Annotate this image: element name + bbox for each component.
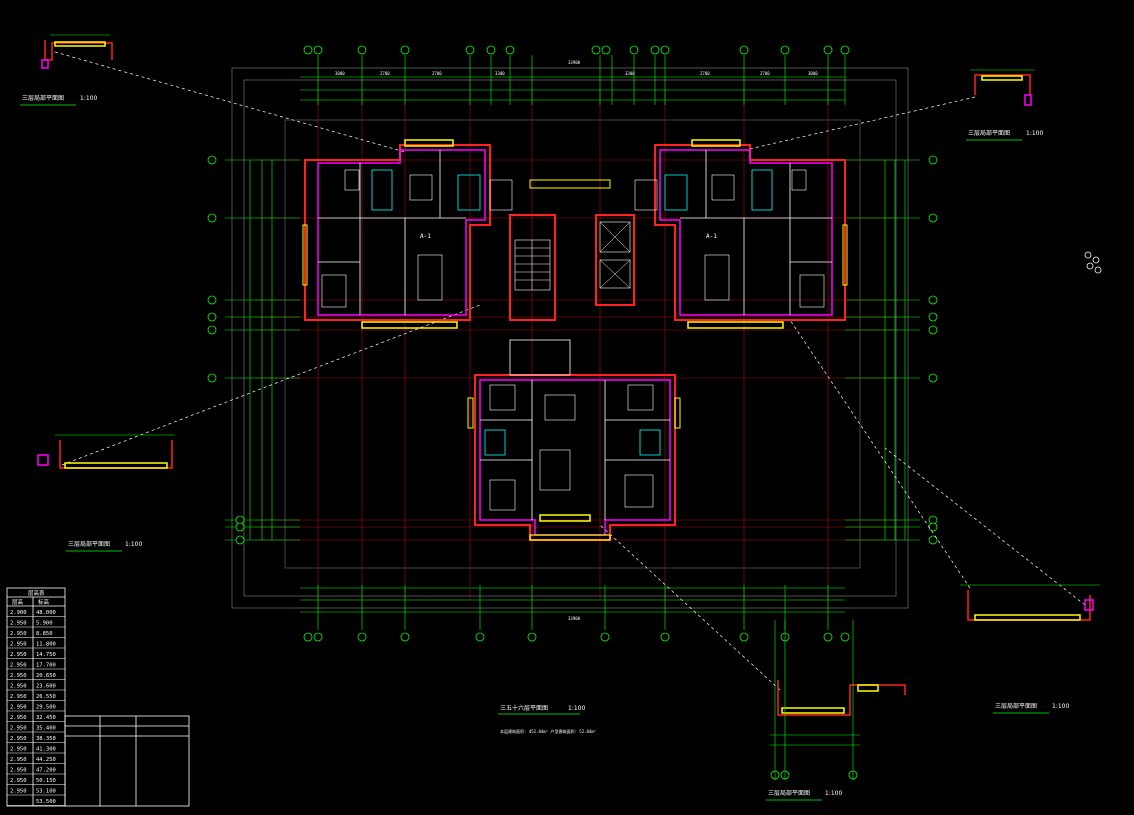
detail-scale-4: 1:100 — [1052, 703, 1069, 710]
axis-bubbles — [207, 45, 938, 780]
level-row-height: 2.900 — [10, 610, 27, 616]
total-dimension: 33900 — [568, 60, 581, 65]
level-row-height: 2.950 — [10, 652, 27, 658]
detail-title-5: 三层局部平面图 — [768, 789, 810, 797]
level-row-elev: 29.500 — [36, 705, 56, 711]
level-row-elev: 53.500 — [36, 799, 56, 805]
level-row-elev: 5.900 — [36, 621, 53, 627]
detail-title-1: 三层局部平面图 — [22, 94, 64, 102]
level-table — [6, 587, 190, 807]
level-row-height: 2.950 — [10, 778, 27, 784]
svg-text:3000: 3000 — [808, 71, 818, 76]
level-row-height: 2.950 — [10, 663, 27, 669]
detail-bottom — [770, 620, 906, 780]
detail-right — [960, 584, 1100, 621]
detail-top-right — [970, 69, 1035, 106]
titles: 三五十六层平面图 1:100 本层建筑面积: 452.84m² 户型建筑面积: … — [20, 94, 1069, 801]
level-row-height: 2.950 — [10, 673, 27, 679]
detail-scale-1: 1:100 — [80, 95, 97, 102]
red-axis-grid — [255, 90, 900, 600]
level-row-elev: 38.350 — [36, 736, 56, 742]
level-row-height: 2.950 — [10, 768, 27, 774]
detail-left — [37, 434, 175, 469]
detail-title-4: 三层局部平面图 — [995, 702, 1037, 710]
level-row-elev: 32.450 — [36, 715, 56, 721]
level-row-elev: 26.550 — [36, 694, 56, 700]
svg-text:33900: 33900 — [568, 616, 581, 621]
level-row-elev: 20.650 — [36, 673, 56, 679]
detail-scale-3: 1:100 — [125, 541, 142, 548]
top-dimensions: 3000 2700 2700 3300 3300 2700 2700 3000 … — [335, 60, 818, 621]
svg-text:3300: 3300 — [625, 71, 635, 76]
level-row-height: 2.950 — [10, 736, 27, 742]
level-row-elev: 50.150 — [36, 778, 56, 784]
level-col-height: 层高 — [12, 598, 24, 606]
unit-top-left — [302, 139, 491, 329]
svg-text:2700: 2700 — [432, 71, 442, 76]
level-row-height: 2.950 — [10, 705, 27, 711]
level-row-elev: 47.200 — [36, 768, 56, 774]
level-row-height: 2.950 — [10, 757, 27, 763]
level-row-height: 2.950 — [10, 726, 27, 732]
level-row-elev: 23.600 — [36, 684, 56, 690]
unit-tag-left: A-1 — [420, 233, 431, 240]
level-row-elev: 48.000 — [36, 610, 56, 616]
north-symbol — [1084, 251, 1102, 274]
level-row-height: 2.950 — [10, 694, 27, 700]
unit-top-right — [654, 139, 848, 329]
level-row-elev: 11.800 — [36, 642, 56, 648]
detail-top-left — [41, 34, 113, 69]
unit-tag-right: A-1 — [706, 233, 717, 240]
level-row-height: 2.950 — [10, 747, 27, 753]
level-row-height: 2.950 — [10, 715, 27, 721]
level-row-elev: 14.750 — [36, 652, 56, 658]
level-row-elev: 53.100 — [36, 789, 56, 795]
dimension-lines — [225, 55, 920, 630]
level-row-height: 2.950 — [10, 621, 27, 627]
level-col-elev: 标高 — [38, 598, 50, 606]
level-row-height: 2.950 — [10, 642, 27, 648]
main-scale: 1:100 — [568, 705, 585, 712]
detail-title-3: 三层局部平面图 — [68, 540, 110, 548]
svg-text:3300: 3300 — [495, 71, 505, 76]
level-row-elev: 44.250 — [36, 757, 56, 763]
level-row-elev: 8.850 — [36, 631, 53, 637]
level-table-rows: 2.900 48.000 2.950 5.900 2.950 8.850 2.950 11.8… — [7, 610, 65, 806]
level-row-elev: 35.400 — [36, 726, 56, 732]
svg-text:2700: 2700 — [380, 71, 390, 76]
level-row-elev: 17.700 — [36, 663, 56, 669]
detail-title-2: 三层局部平面图 — [968, 129, 1010, 137]
svg-text:2700: 2700 — [760, 71, 770, 76]
detail-leader-lines — [54, 51, 1086, 691]
area-note: 本层建筑面积: 452.84m² 户型建筑面积: 52.84m² — [500, 728, 596, 734]
unit-bottom — [467, 339, 681, 541]
svg-text:2700: 2700 — [700, 71, 710, 76]
level-row-height: 2.950 — [10, 684, 27, 690]
central-core — [489, 179, 658, 321]
detail-scale-5: 1:100 — [825, 790, 842, 797]
level-row-height: 2.950 — [10, 631, 27, 637]
main-title: 三五十六层平面图 — [500, 704, 548, 712]
detail-scale-2: 1:100 — [1026, 130, 1043, 137]
level-row-elev: 41.300 — [36, 747, 56, 753]
level-row-height: 2.950 — [10, 789, 27, 795]
svg-text:3000: 3000 — [335, 71, 345, 76]
level-table-header: 层高表 — [28, 589, 45, 597]
outer-frames — [231, 67, 909, 609]
